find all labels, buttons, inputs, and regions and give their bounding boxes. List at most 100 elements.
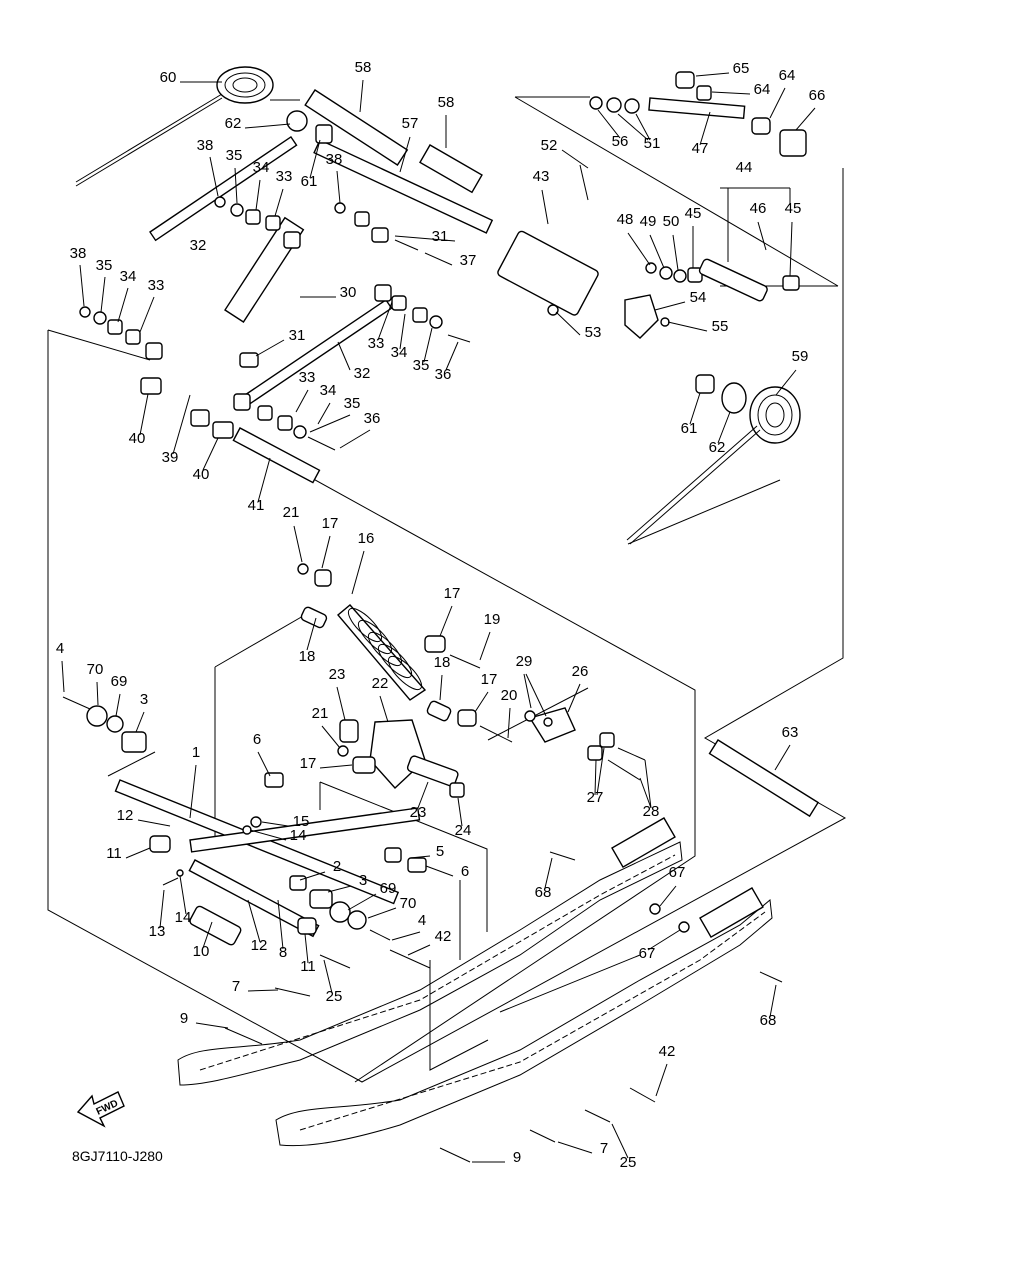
callout-27: 27 [587, 789, 604, 806]
callout-12: 12 [117, 807, 134, 824]
callout-25: 25 [326, 988, 343, 1005]
callout-33: 33 [299, 369, 316, 386]
callout-69: 69 [111, 673, 128, 690]
callout-52: 52 [541, 137, 558, 154]
callout-43: 43 [533, 168, 550, 185]
callout-69: 69 [380, 880, 397, 897]
callout-40: 40 [193, 466, 210, 483]
callout-17: 17 [481, 671, 498, 688]
callout-5: 5 [436, 843, 444, 860]
callout-41: 41 [248, 497, 265, 514]
small-parts [79, 71, 807, 946]
callout-6: 6 [253, 731, 261, 748]
callout-46: 46 [750, 200, 767, 217]
callout-63: 63 [782, 724, 799, 741]
callout-62: 62 [225, 115, 242, 132]
callout-19: 19 [484, 611, 501, 628]
callout-20: 20 [501, 687, 518, 704]
callout-67: 67 [639, 945, 656, 962]
callout-35: 35 [96, 257, 113, 274]
callout-35: 35 [413, 357, 430, 374]
callout-26: 26 [572, 663, 589, 680]
callout-44: 44 [736, 159, 753, 176]
callout-39: 39 [162, 449, 179, 466]
callout-4: 4 [418, 912, 426, 929]
callout-35: 35 [344, 395, 361, 412]
callout-35: 35 [226, 147, 243, 164]
callout-56: 56 [612, 133, 629, 150]
callout-17: 17 [300, 755, 317, 772]
callout-24: 24 [455, 822, 472, 839]
callout-38: 38 [326, 151, 343, 168]
callout-7: 7 [600, 1140, 608, 1157]
callout-4: 4 [56, 640, 64, 657]
callout-31: 31 [289, 327, 306, 344]
callout-64: 64 [754, 81, 771, 98]
callout-9: 9 [180, 1010, 188, 1027]
shafts [232, 89, 820, 818]
callout-23: 23 [329, 666, 346, 683]
leader-lines [61, 72, 816, 1163]
links-and-shocks [114, 135, 427, 938]
callout-57: 57 [402, 115, 419, 132]
callout-55: 55 [712, 318, 729, 335]
callout-62: 62 [709, 439, 726, 456]
callout-38: 38 [70, 245, 87, 262]
callout-70: 70 [400, 895, 417, 912]
callout-31: 31 [432, 228, 449, 245]
callout-25: 25 [620, 1154, 637, 1171]
callout-29: 29 [516, 653, 533, 670]
callout-47: 47 [692, 140, 709, 157]
fwd-arrow-icon: FWD [76, 1091, 125, 1128]
callout-10: 10 [193, 943, 210, 960]
callout-34: 34 [253, 159, 270, 176]
callout-51: 51 [644, 135, 661, 152]
callout-42: 42 [435, 928, 452, 945]
callout-45: 45 [685, 205, 702, 222]
callout-36: 36 [435, 366, 452, 383]
callout-37: 37 [460, 252, 477, 269]
bolts [62, 164, 783, 1163]
callout-15: 15 [293, 813, 310, 830]
callout-58: 58 [438, 94, 455, 111]
callout-32: 32 [354, 365, 371, 382]
callout-61: 61 [301, 173, 318, 190]
callout-64: 64 [779, 67, 796, 84]
diagram-code: 8GJ7110-J280 [72, 1148, 163, 1164]
callout-68: 68 [535, 884, 552, 901]
callout-16: 16 [358, 530, 375, 547]
torsion-spring-right [626, 386, 801, 545]
callout-12: 12 [251, 937, 268, 954]
callout-59: 59 [792, 348, 809, 365]
callout-33: 33 [148, 277, 165, 294]
callout-11: 11 [106, 845, 122, 862]
callout-23: 23 [410, 804, 427, 821]
callout-14: 14 [290, 827, 307, 844]
callout-68: 68 [760, 1012, 777, 1029]
callout-38: 38 [197, 137, 214, 154]
callout-53: 53 [585, 324, 602, 341]
callout-45: 45 [785, 200, 802, 217]
callout-50: 50 [663, 213, 680, 230]
callout-61: 61 [681, 420, 698, 437]
callout-58: 58 [355, 59, 372, 76]
callout-42: 42 [659, 1043, 676, 1060]
callout-7: 7 [232, 978, 240, 995]
callout-28: 28 [643, 803, 660, 820]
callout-21: 21 [312, 705, 329, 722]
group-frames [47, 96, 847, 1083]
callout-18: 18 [299, 648, 316, 665]
callout-36: 36 [364, 410, 381, 427]
callout-34: 34 [120, 268, 137, 285]
callout-21: 21 [283, 504, 300, 521]
callout-17: 17 [322, 515, 339, 532]
callout-9: 9 [513, 1149, 521, 1166]
callout-70: 70 [87, 661, 104, 678]
callout-2: 2 [333, 858, 341, 875]
callout-18: 18 [434, 654, 451, 671]
callout-3: 3 [359, 872, 367, 889]
callout-14: 14 [175, 909, 192, 926]
callout-11: 11 [300, 958, 316, 975]
callout-30: 30 [340, 284, 357, 301]
